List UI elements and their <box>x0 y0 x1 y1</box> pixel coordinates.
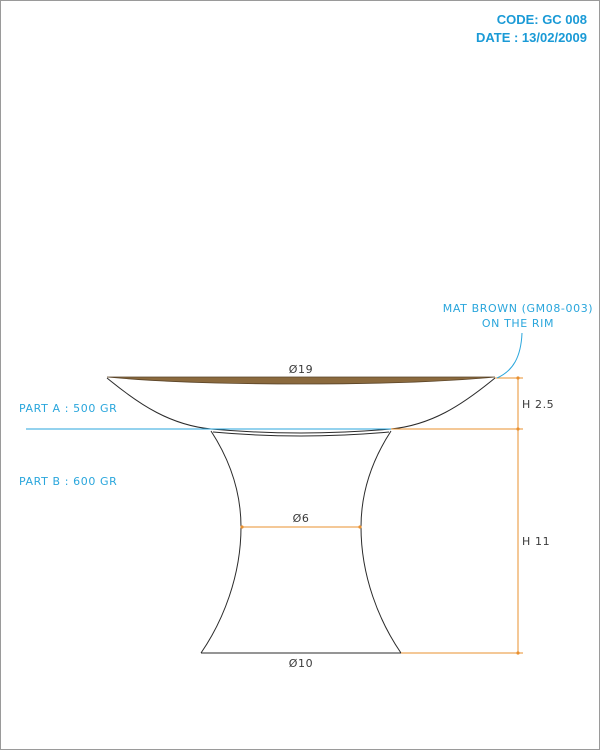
height-a-label: H 2.5 <box>522 398 554 411</box>
part-b-label: PART B : 600 GR <box>19 475 117 488</box>
part-a-label: PART A : 500 GR <box>19 402 117 415</box>
mid-diameter-end-left <box>240 525 244 529</box>
rim-note-leader <box>496 332 523 379</box>
product-code: CODE: GC 008 <box>496 12 587 27</box>
height-b-label: H 11 <box>522 535 550 548</box>
height-tick-top <box>516 376 520 380</box>
top-diameter-label: Ø19 <box>289 363 313 376</box>
rim-note-line2: ON THE RIM <box>482 317 554 330</box>
pedestal-outline <box>200 430 402 654</box>
bowl-bottom-edge-inner <box>212 431 390 437</box>
bowl-bottom-edge <box>210 428 392 434</box>
rim <box>106 376 496 385</box>
drawing-date: DATE : 13/02/2009 <box>475 30 587 45</box>
height-tick-bottom <box>516 651 520 655</box>
bowl-outline <box>106 377 496 430</box>
base-diameter-label: Ø10 <box>289 657 313 670</box>
height-tick-mid <box>516 427 520 431</box>
mid-diameter-label: Ø6 <box>293 512 310 525</box>
rim-note-line1: MAT BROWN (GM08-003) <box>443 302 593 315</box>
mid-diameter-end-right <box>358 525 362 529</box>
